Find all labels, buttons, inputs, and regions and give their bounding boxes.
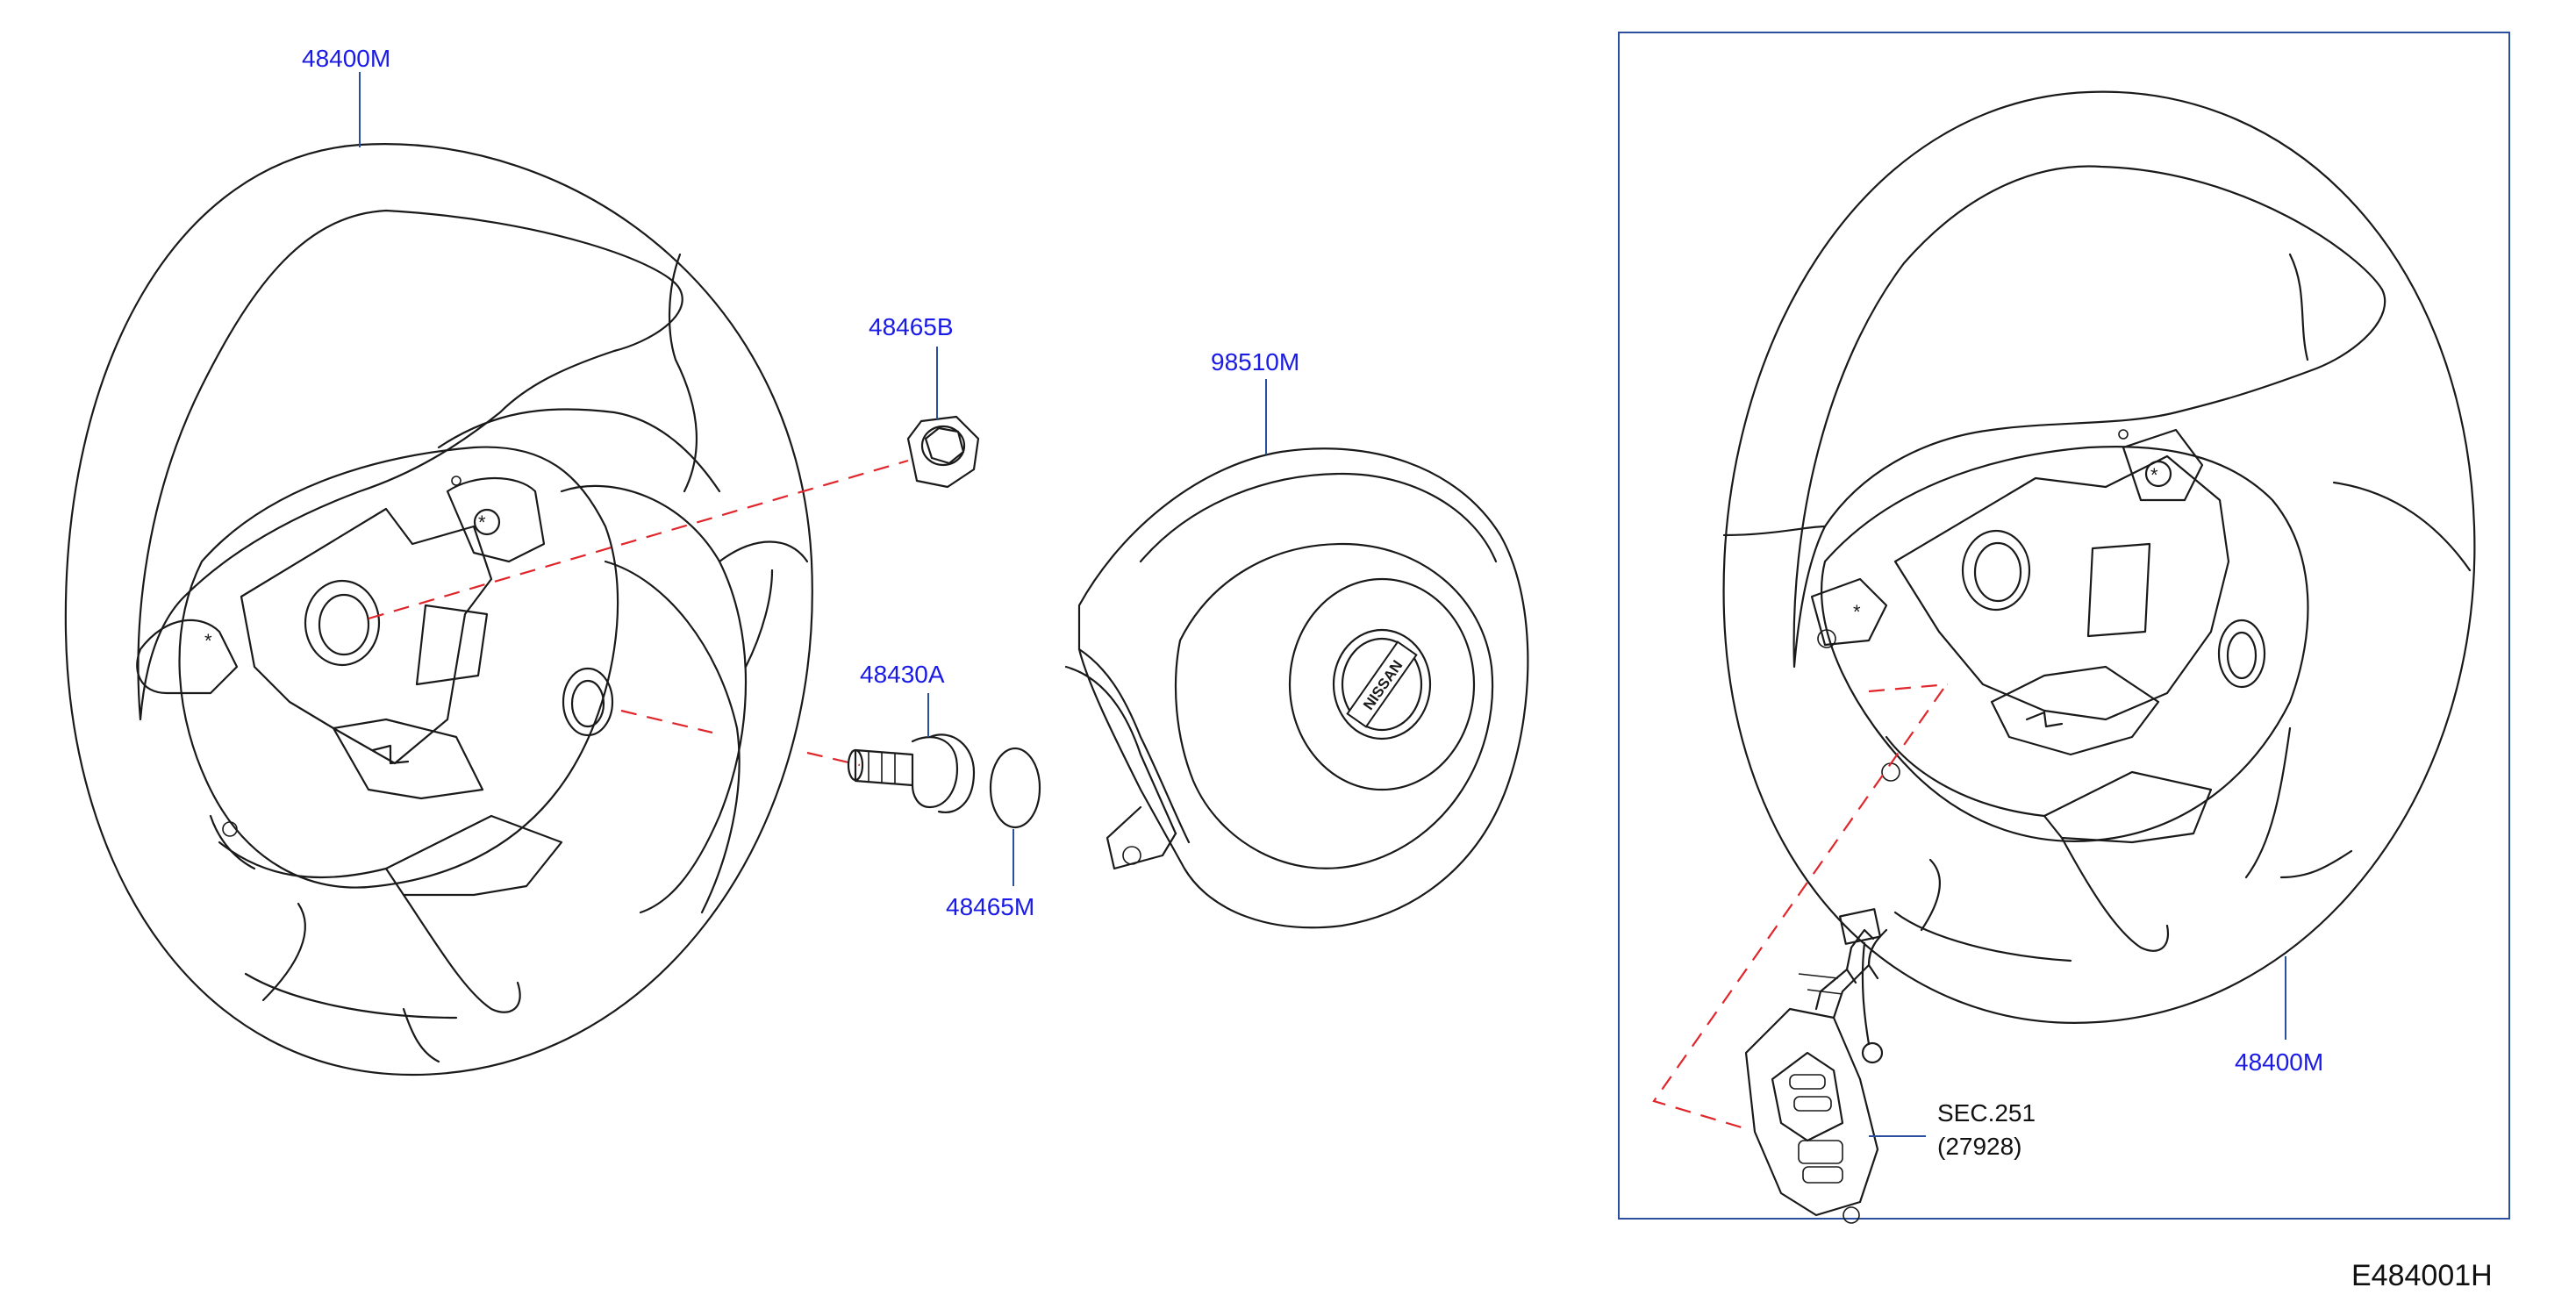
plug-48465M [989,747,1041,829]
airbag-module-98510M: NISSAN [1064,447,1529,929]
label-48465M: 48465M [946,893,1034,920]
label-27928: (27928) [1937,1133,2022,1160]
diagram-code: E484001H [2351,1259,2493,1292]
dashed-line-bolt-b [806,751,861,767]
nut-48465B [906,415,980,489]
dashed-line-nut [368,459,909,620]
label-48400M-left: 48400M [302,45,390,72]
bolt-48430A [847,733,976,814]
svg-text:*: * [204,630,212,652]
steering-wheel-right: * * [1722,90,2476,1024]
steering-switch-assembly [1744,908,1888,1224]
svg-text:*: * [478,512,486,533]
dashed-line-switch-a [1652,688,1944,1129]
label-48400M-right: 48400M [2235,1048,2323,1076]
dashed-line-bolt-a [620,709,713,734]
steering-wheel-left: * * [64,143,813,1077]
variant-frame [1618,32,2510,1220]
svg-text:*: * [2150,464,2158,486]
label-48430A: 48430A [860,661,945,688]
svg-text:*: * [1853,601,1861,623]
dashed-line-switch-b [1868,683,1949,693]
label-sec-251: SEC.251 [1937,1099,2036,1127]
label-98510M: 98510M [1211,348,1299,376]
label-48465B: 48465B [869,313,954,340]
